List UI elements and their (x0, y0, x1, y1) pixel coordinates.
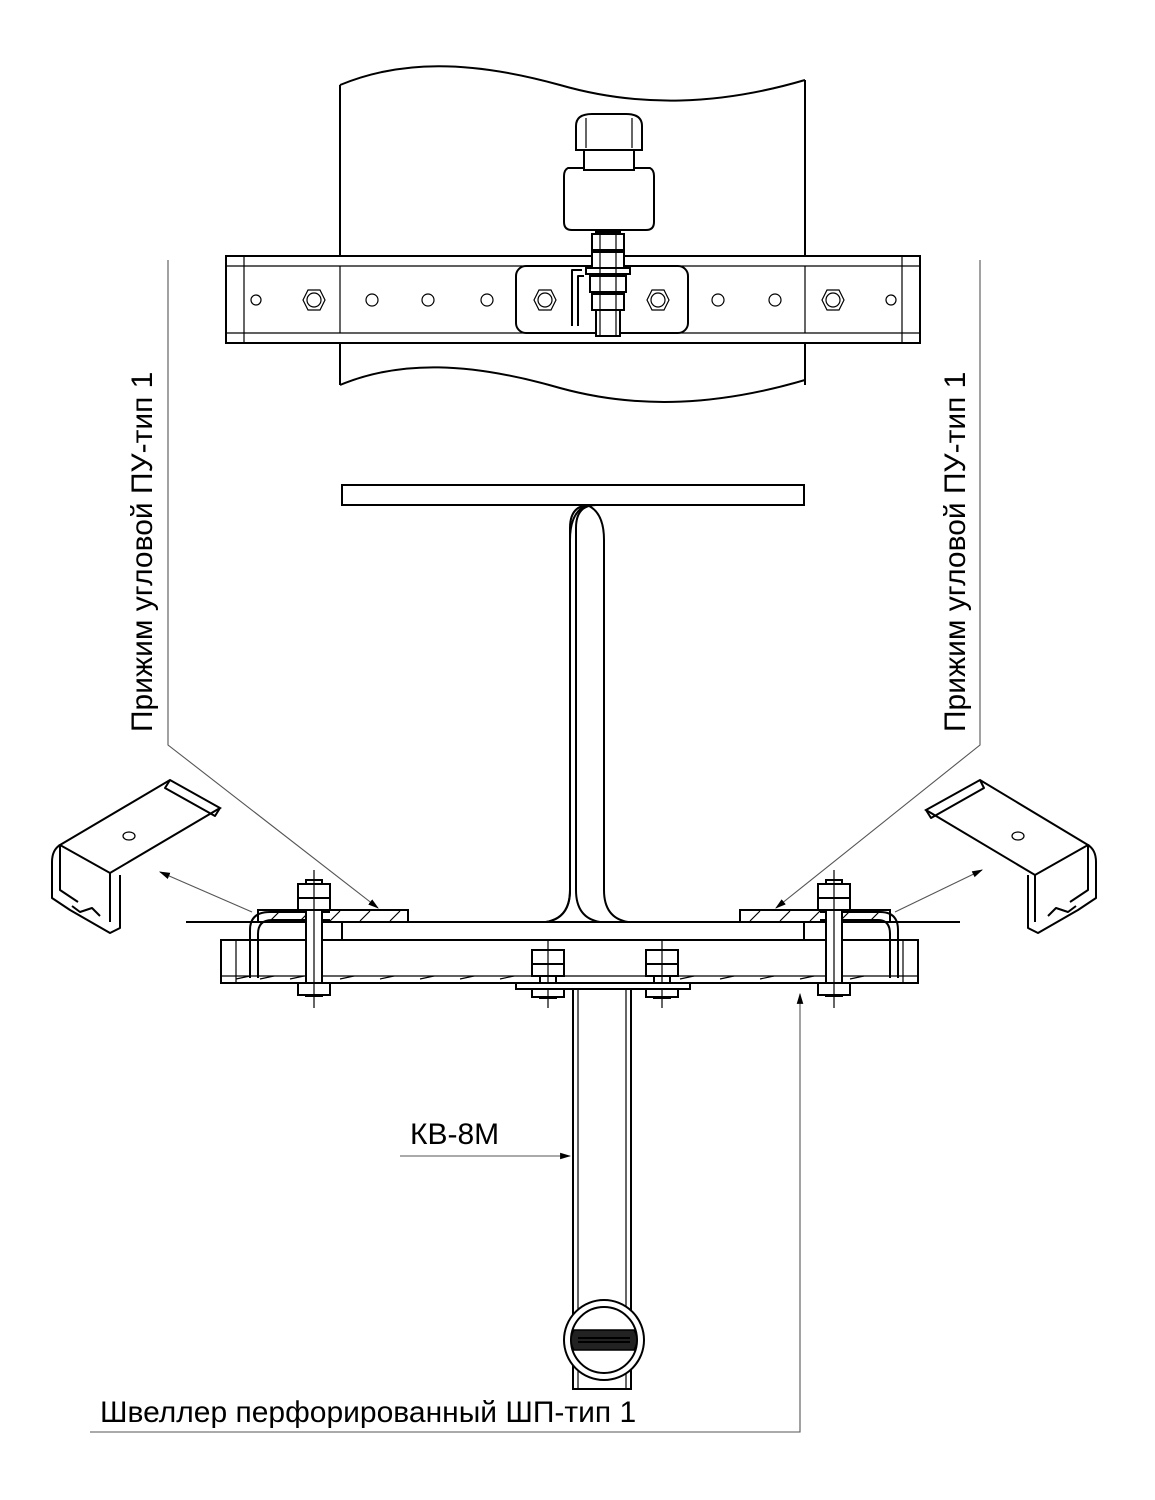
label-channel: Швеллер перфорированный ШП-тип 1 (100, 1396, 636, 1429)
i-beam (186, 484, 960, 923)
bolt-head (302, 289, 326, 311)
leader-lines (90, 260, 983, 1433)
insulator-cap (575, 113, 643, 151)
bracket-kv8m (563, 988, 645, 1390)
insulator-body (563, 167, 655, 231)
clamp-detail-left (51, 778, 223, 934)
label-clamp-left: Прижим угловой ПУ-тип 1 (126, 372, 159, 732)
bolt-head (821, 289, 845, 311)
wall-strip (339, 65, 806, 403)
clamp-detail-right (923, 778, 1097, 934)
label-bracket: КВ-8М (410, 1118, 499, 1151)
label-clamp-right: Прижим угловой ПУ-тип 1 (939, 372, 972, 732)
top-channel-assembly (225, 65, 921, 403)
